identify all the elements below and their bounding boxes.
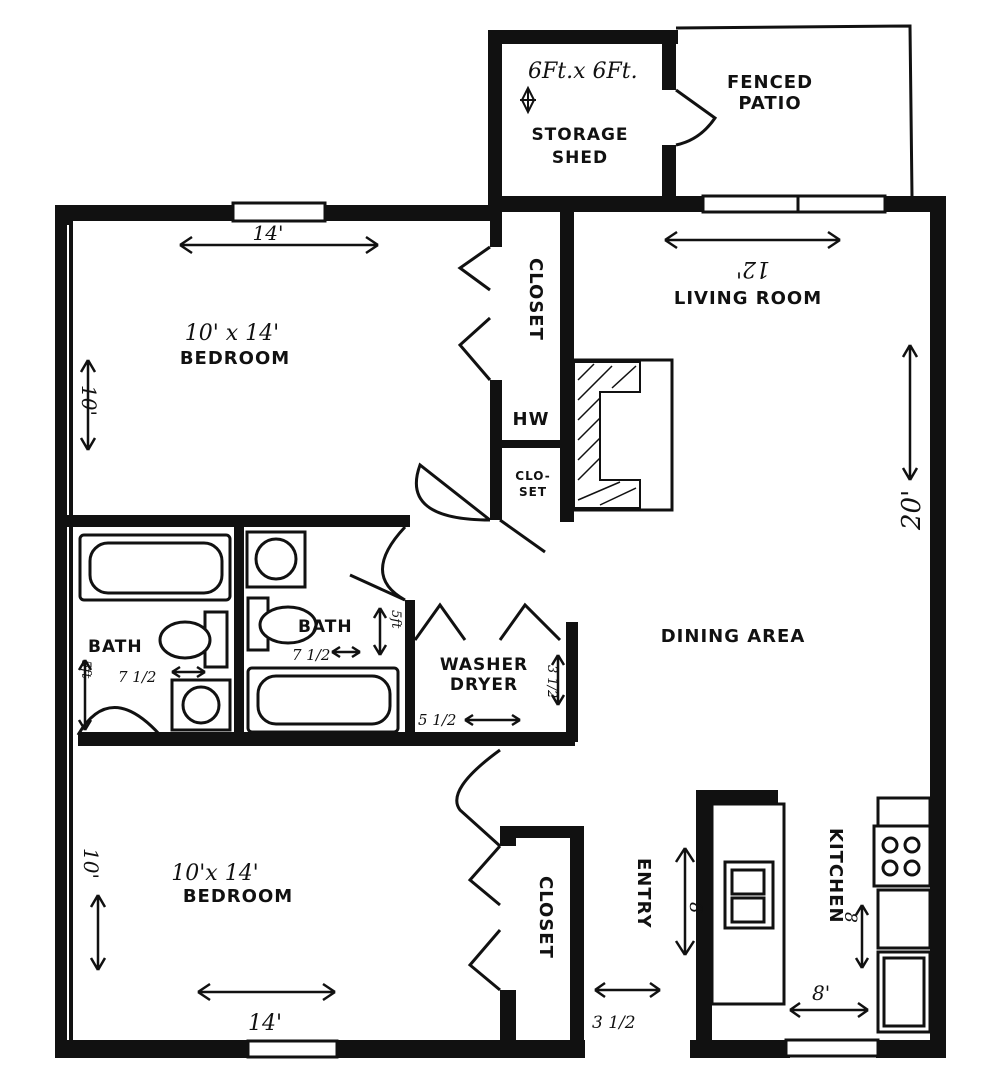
- closet-bottom-label: CLOSET: [535, 876, 556, 959]
- shed-label-2: SHED: [552, 148, 608, 168]
- closet-top-label: CLOSET: [525, 258, 546, 341]
- window-bedroom-bottom: [246, 1039, 339, 1059]
- fixtures: [78, 85, 932, 1034]
- arrow-bedroom-top-height: [79, 359, 97, 451]
- small-closet-label-1: CLO-: [515, 469, 550, 483]
- bedroom-top-height: 10': [77, 385, 101, 416]
- bath-right-width: 7 1/2: [292, 646, 330, 664]
- shed-label-1: STORAGE: [531, 125, 628, 145]
- arrow-living-height: [901, 344, 919, 481]
- bedroom-top-size: 10' x 14': [185, 321, 279, 346]
- dining-area-label: DINING AREA: [661, 626, 806, 647]
- hw-label: HW: [513, 409, 550, 430]
- window-kitchen: [784, 1038, 880, 1058]
- living-height: 20': [897, 490, 927, 531]
- bedroom-top-width: 14': [253, 221, 284, 245]
- entry-label: ENTRY: [633, 858, 654, 929]
- walls: [55, 24, 946, 1059]
- small-closet-label-2: SET: [519, 485, 547, 499]
- washer-label-2: DRYER: [450, 675, 518, 695]
- arrow-bedroom-top-width: [179, 235, 379, 255]
- bedroom-bottom-size: 10'x 14': [171, 861, 258, 886]
- kitchen-width: 8': [812, 981, 830, 1005]
- living-width: 12': [736, 256, 770, 281]
- bath-right-label: BATH: [298, 617, 353, 637]
- window-living: [701, 194, 887, 214]
- patio-label-2: PATIO: [738, 93, 801, 114]
- bedroom-top-label: BEDROOM: [180, 348, 290, 369]
- room-labels: 6Ft.x 6Ft. STORAGE SHED FENCED PATIO 10'…: [77, 59, 927, 1036]
- compass-icon: [520, 85, 536, 115]
- patio-label-1: FENCED: [727, 72, 813, 93]
- doors: [76, 88, 718, 992]
- bath-left-label: BATH: [88, 637, 143, 657]
- shed-size: 6Ft.x 6Ft.: [528, 59, 638, 84]
- bedroom-bottom-height: 10': [79, 848, 103, 879]
- washer-label-1: WASHER: [440, 655, 528, 675]
- living-room-label: LIVING ROOM: [674, 288, 822, 309]
- bedroom-bottom-label: BEDROOM: [183, 886, 293, 907]
- bath-left-height: 5ft: [78, 660, 93, 679]
- fireplace: [572, 358, 674, 512]
- entry-dim: 8: [685, 902, 706, 913]
- arrow-living-width: [664, 230, 841, 250]
- dimension-arrows: [77, 230, 919, 1019]
- window-bedroom-top: [231, 201, 327, 223]
- bath-left-width: 7 1/2: [118, 668, 156, 686]
- washer-width: 5 1/2: [418, 711, 456, 729]
- bedroom-bottom-width: 14': [248, 1011, 282, 1036]
- closet-bottom-width: 3 1/2: [592, 1013, 636, 1033]
- stove: [872, 824, 932, 888]
- kitchen-label: KITCHEN: [825, 828, 846, 924]
- washer-height: 3 1/2: [544, 665, 559, 698]
- kitchen-height: 8: [840, 912, 860, 923]
- bath-right-height: 5ft: [388, 610, 403, 629]
